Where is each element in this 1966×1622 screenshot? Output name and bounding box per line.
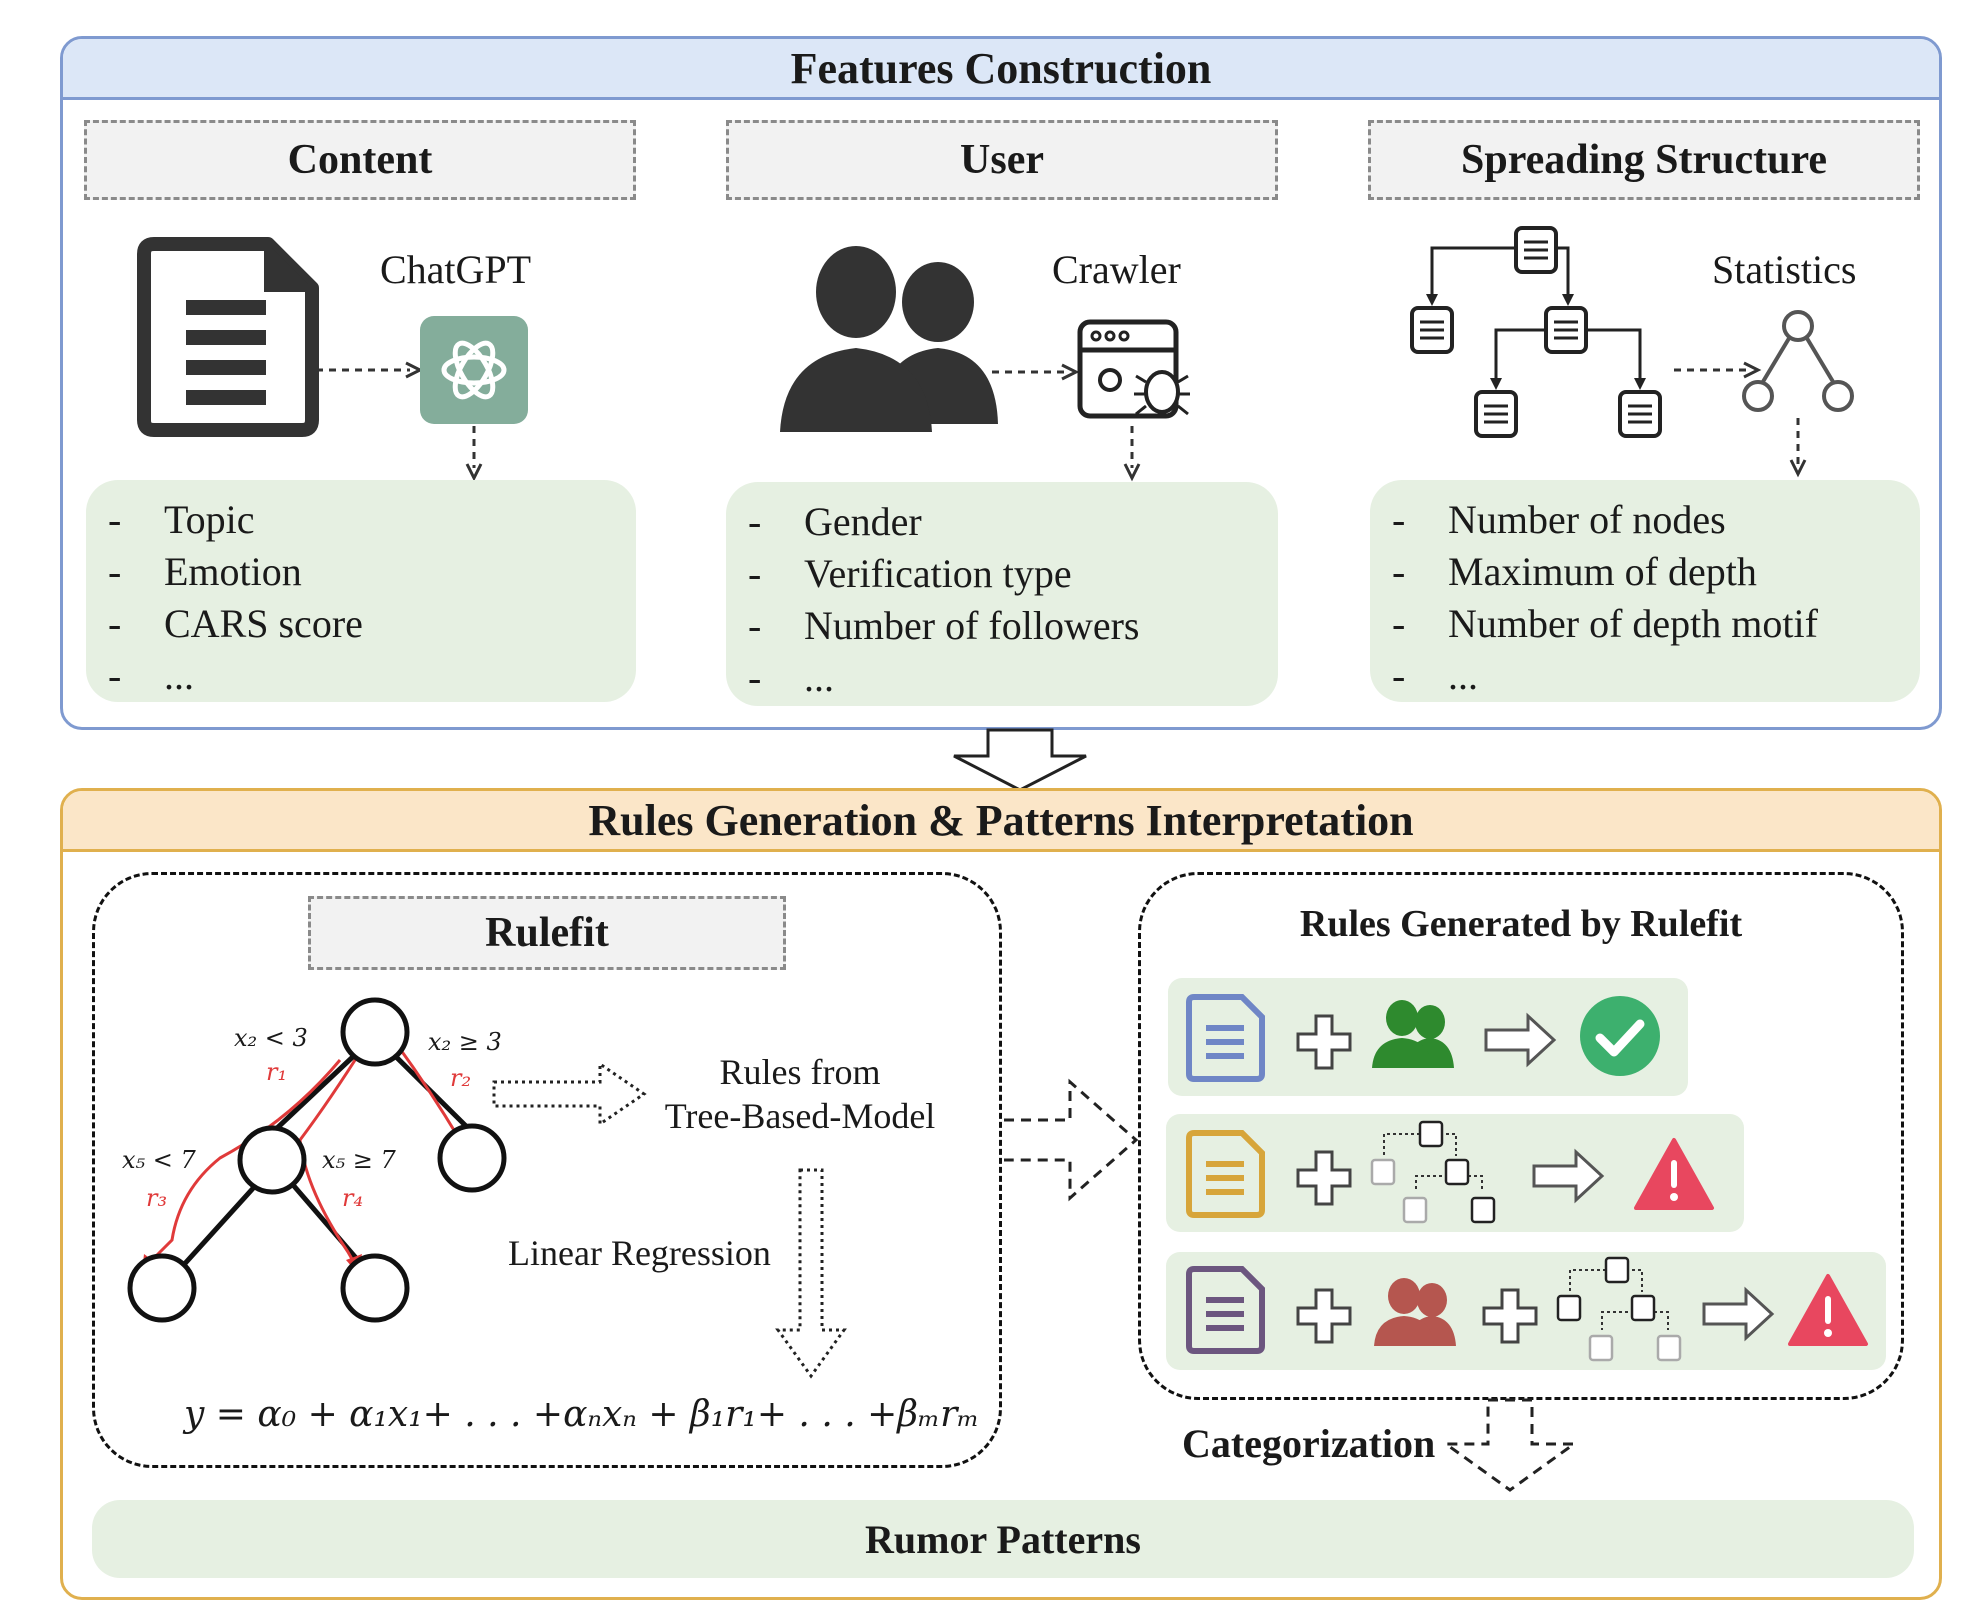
list-item: -Verification type — [748, 551, 1072, 596]
arrow-icon — [992, 363, 1080, 381]
arrow-icon — [316, 361, 424, 379]
statistics-label: Statistics — [1712, 247, 1857, 292]
tree-icon — [1410, 226, 1662, 438]
categorization-label: Categorization — [1182, 1421, 1436, 1466]
features-construction-title: Features Construction — [63, 39, 1939, 100]
list-item: -Number of nodes — [1392, 497, 1726, 542]
tree-rule-label: r₁ — [266, 1058, 288, 1086]
tree-rule-label: r₄ — [342, 1184, 364, 1212]
list-item: -... — [1392, 653, 1478, 698]
crawler-label: Crawler — [1052, 247, 1181, 292]
plus-icon — [1482, 1288, 1538, 1344]
motif-icon — [1742, 310, 1854, 412]
content-header: Content — [84, 120, 636, 200]
content-features: -Topic -Emotion -CARS score -... — [86, 480, 636, 702]
chatgpt-icon — [420, 316, 528, 424]
spreading-features: -Number of nodes -Maximum of depth -Numb… — [1370, 480, 1920, 702]
check-icon — [1580, 996, 1660, 1076]
regression-equation: y = α₀ + α₁x₁+ . . . +αₙxₙ + β₁r₁+ . . .… — [184, 1394, 980, 1435]
rules-generation-panel: Rules Generation & Patterns Interpretati… — [60, 788, 1942, 1600]
arrow-icon — [1123, 426, 1141, 482]
arrow-icon — [492, 1061, 647, 1127]
list-item: -Topic — [108, 497, 255, 542]
tree-cond-label: x₅ ≥ 7 — [322, 1146, 396, 1174]
arrow-icon — [1532, 1148, 1605, 1204]
decision-tree — [127, 997, 507, 1323]
list-item: -Number of followers — [748, 603, 1140, 648]
arrow-icon — [1441, 1398, 1579, 1492]
rules-from-line: Rules from — [719, 1052, 881, 1092]
list-item: -Maximum of depth — [1392, 549, 1757, 594]
arrow-icon — [1702, 1286, 1775, 1342]
down-arrow-icon — [953, 728, 1087, 792]
tree-icon — [1556, 1256, 1682, 1362]
list-item: -... — [108, 653, 194, 698]
user-header: User — [726, 120, 1278, 200]
rules-generated-title: Rules Generated by Rulefit — [1299, 903, 1743, 945]
tree-cond-label: x₂ ≥ 3 — [428, 1028, 502, 1056]
arrow-icon — [1789, 418, 1807, 478]
tree-rule-label: r₂ — [450, 1064, 472, 1092]
arrow-icon — [465, 426, 483, 482]
rules-generated-box — [1138, 872, 1904, 1400]
plus-icon — [1296, 1150, 1352, 1206]
list-item: -Number of depth motif — [1392, 601, 1818, 646]
document-icon — [1186, 994, 1265, 1082]
spreading-structure-header: Spreading Structure — [1368, 120, 1920, 200]
tree-cond-label: x₂ < 3 — [234, 1024, 308, 1052]
rules-from-text: Rules from Tree-Based-Model — [664, 1050, 936, 1138]
arrow-icon — [1674, 361, 1762, 379]
tree-cond-label: x₅ < 7 — [122, 1146, 196, 1174]
users-icon — [1372, 1000, 1454, 1068]
list-item: -Gender — [748, 499, 922, 544]
document-icon — [1186, 1130, 1265, 1218]
rules-generation-title: Rules Generation & Patterns Interpretati… — [63, 791, 1939, 852]
document-icon — [1186, 1266, 1265, 1354]
tree-rule-label: r₃ — [146, 1184, 168, 1212]
user-features: -Gender -Verification type -Number of fo… — [726, 482, 1278, 706]
rules-from-line: Tree-Based-Model — [664, 1096, 936, 1136]
arrow-icon — [775, 1168, 847, 1379]
list-item: -CARS score — [108, 601, 363, 646]
rulefit-box — [92, 872, 1002, 1468]
crawler-icon — [1077, 319, 1190, 419]
list-item: -... — [748, 655, 834, 700]
arrow-icon — [1004, 1078, 1139, 1202]
users-icon — [780, 246, 998, 432]
chatgpt-label: ChatGPT — [380, 247, 532, 292]
features-construction-panel: Features Construction — [60, 36, 1942, 730]
document-icon — [137, 237, 319, 437]
tree-icon — [1370, 1120, 1496, 1224]
arrow-icon — [1484, 1012, 1557, 1068]
rulefit-header: Rulefit — [308, 896, 786, 970]
warning-icon — [1634, 1138, 1714, 1210]
list-item: -Emotion — [108, 549, 302, 594]
plus-icon — [1296, 1288, 1352, 1344]
users-icon — [1374, 1278, 1456, 1346]
plus-icon — [1296, 1014, 1352, 1070]
linear-regression-label: Linear Regression — [508, 1233, 771, 1273]
rumor-patterns-bar: Rumor Patterns — [92, 1500, 1914, 1578]
warning-icon — [1788, 1274, 1868, 1346]
